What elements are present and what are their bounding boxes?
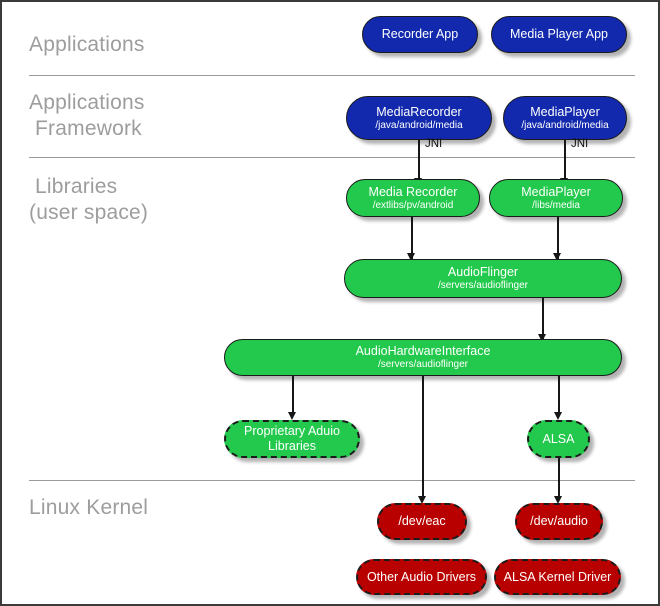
- node-alsa-kernel-driver[interactable]: ALSA Kernel Driver: [494, 559, 621, 595]
- arrowhead-alsa: [554, 412, 562, 420]
- node-media-player-library-title: MediaPlayer: [521, 184, 591, 199]
- node-media-player-app-title: Media Player App: [510, 27, 608, 41]
- node-dev-audio[interactable]: /dev/audio: [515, 503, 603, 540]
- edge-ahi-to-alsa: [558, 376, 560, 416]
- layer-label-libraries: Libraries (user space): [29, 175, 149, 224]
- node-alsa-title: ALSA: [542, 431, 575, 446]
- node-media-recorder-library-path: /extlibs/pv/android: [372, 199, 454, 211]
- node-audioflinger[interactable]: AudioFlinger /servers/audioflinger: [344, 259, 622, 298]
- node-media-recorder-library[interactable]: Media Recorder /extlibs/pv/android: [346, 179, 480, 217]
- arrowhead-audioflinger-right: [553, 253, 561, 261]
- layer-label-applications-framework: Applications Framework: [29, 91, 145, 140]
- node-mediaplayer-framework-title: MediaPlayer: [530, 104, 600, 119]
- edge-label-jni-right: JNI: [571, 138, 589, 150]
- separator-linux-kernel: [29, 480, 635, 481]
- arrowhead-dev-eac: [418, 496, 426, 504]
- arrowhead-dev-audio: [554, 496, 562, 504]
- node-mediarecorder-framework-path: /java/android/media: [375, 119, 463, 131]
- node-proprietary-audio-libraries[interactable]: Proprietary Aduio Libraries: [224, 420, 360, 458]
- node-mediaplayer-framework[interactable]: MediaPlayer /java/android/media: [503, 96, 627, 140]
- node-audioflinger-path: /servers/audioflinger: [437, 280, 529, 291]
- node-other-audio-drivers[interactable]: Other Audio Drivers: [356, 559, 487, 595]
- node-media-player-library-path: /libs/media: [532, 199, 580, 211]
- node-media-recorder-library-title: Media Recorder: [368, 184, 458, 199]
- node-proprietary-audio-libraries-line1: Proprietary Aduio: [244, 424, 340, 438]
- node-audioflinger-title: AudioFlinger: [447, 265, 519, 279]
- node-audiohardwareinterface-path: /servers/audioflinger: [377, 359, 469, 370]
- node-recorder-app[interactable]: Recorder App: [362, 16, 478, 53]
- node-audiohardwareinterface[interactable]: AudioHardwareInterface /servers/audiofli…: [224, 339, 622, 376]
- edge-media-player-lib-to-audioflinger: [557, 217, 559, 261]
- node-mediarecorder-framework-title: MediaRecorder: [376, 104, 462, 119]
- node-alsa-kernel-driver-title: ALSA Kernel Driver: [503, 569, 612, 584]
- edge-audioflinger-to-audiohardwareinterface: [542, 298, 544, 342]
- node-other-audio-drivers-title: Other Audio Drivers: [366, 569, 477, 584]
- node-dev-eac-title: /dev/eac: [398, 514, 446, 528]
- separator-framework: [29, 157, 635, 158]
- node-dev-eac[interactable]: /dev/eac: [377, 503, 467, 540]
- separator-applications: [29, 75, 635, 76]
- node-mediaplayer-framework-path: /java/android/media: [521, 119, 609, 131]
- node-recorder-app-title: Recorder App: [381, 27, 459, 41]
- layer-label-applications: Applications: [29, 33, 145, 56]
- arrowhead-proprietary-libraries: [288, 412, 296, 420]
- edge-label-jni-left: JNI: [425, 138, 443, 150]
- node-dev-audio-title: /dev/audio: [530, 514, 588, 528]
- node-mediarecorder-framework[interactable]: MediaRecorder /java/android/media: [346, 96, 492, 140]
- node-alsa[interactable]: ALSA: [527, 420, 590, 458]
- node-audiohardwareinterface-title: AudioHardwareInterface: [355, 344, 491, 358]
- edge-ahi-to-proprietary-libraries: [292, 376, 294, 416]
- node-proprietary-audio-libraries-line2: Libraries: [268, 439, 316, 453]
- edge-alsa-to-dev-audio: [558, 458, 560, 499]
- edge-mediaplayer-to-media-player-lib: [564, 140, 566, 186]
- arrowhead-audioflinger-left: [407, 253, 415, 261]
- edge-mediarecorder-to-media-recorder-lib: [418, 140, 420, 186]
- arrowhead-audiohardwareinterface: [538, 334, 546, 342]
- node-media-player-app[interactable]: Media Player App: [491, 16, 627, 53]
- node-media-player-library[interactable]: MediaPlayer /libs/media: [489, 179, 623, 217]
- edge-ahi-to-dev-eac: [422, 376, 424, 499]
- layer-label-linux-kernel: Linux Kernel: [29, 496, 149, 519]
- edge-media-recorder-lib-to-audioflinger: [411, 217, 413, 261]
